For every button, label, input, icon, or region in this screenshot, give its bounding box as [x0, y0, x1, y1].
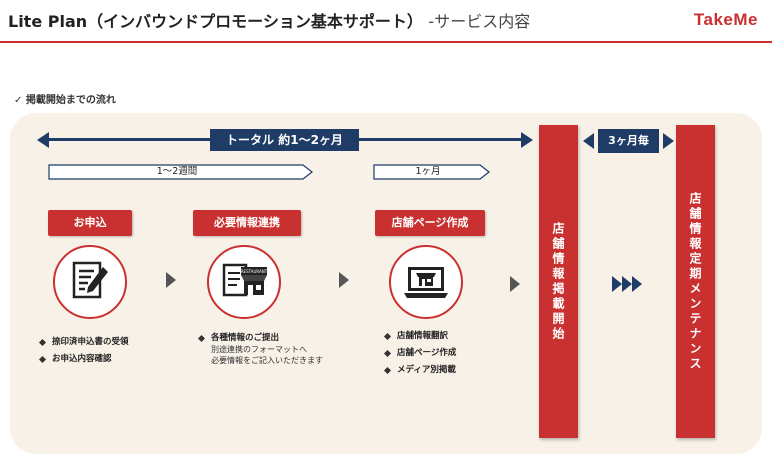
period-arrow-shape	[373, 164, 490, 180]
list-item: 捺印済申込書の受領	[38, 337, 129, 348]
total-duration-arrow: トータル 約1～2ヶ月	[37, 129, 533, 151]
step-label-apply: お申込	[48, 210, 132, 236]
bullet-diamond-icon	[197, 334, 206, 343]
list-item: 店舗情報翻訳	[383, 331, 456, 342]
bullet-diamond-icon	[38, 355, 47, 364]
step-label-page: 店舗ページ作成	[375, 210, 485, 236]
maintenance-bar: 店舗情報定期メンテナンス	[676, 125, 715, 438]
period-label-2: 1ヶ月	[415, 166, 441, 177]
step-items-apply: 捺印済申込書の受領 お申込内容確認	[38, 337, 129, 371]
chevron-right-icon	[339, 272, 349, 288]
chevron-right-icon	[510, 276, 520, 292]
note-line: 別途連携のフォーマットへ	[211, 345, 307, 354]
frequency-arrow: 3ヶ月毎	[583, 128, 674, 154]
triple-chevron-icon	[612, 276, 646, 292]
period-label-1: 1～2週間	[156, 166, 198, 177]
period-box-2: 1ヶ月	[373, 164, 491, 180]
list-item: メディア別掲載	[383, 365, 456, 376]
bullet-diamond-icon	[38, 338, 47, 347]
arrow-right-icon	[521, 132, 533, 148]
list-item: お申込内容確認	[38, 354, 129, 365]
step-items-info: 各種情報のご提出 別途連携のフォーマットへ 必要情報をご記入いただきます	[197, 333, 323, 372]
bullet-diamond-icon	[383, 332, 392, 341]
listing-start-bar: 店舗情報掲載開始	[539, 125, 578, 438]
brand-logo: TakeMe	[693, 10, 758, 29]
list-item: 各種情報のご提出 別途連携のフォーマットへ 必要情報をご記入いただきます	[197, 333, 323, 366]
step-items-page: 店舗情報翻訳 店舗ページ作成 メディア別掲載	[383, 331, 456, 382]
arrow-left-icon	[37, 132, 49, 148]
svg-text:RESTAURANT: RESTAURANT	[241, 269, 268, 274]
plan-title: Lite Plan（インバウンドプロモーション基本サポート）	[8, 12, 423, 31]
period-arrow-shape	[48, 164, 313, 180]
restaurant-document-icon: RESTAURANT	[207, 245, 281, 319]
bullet-diamond-icon	[383, 366, 392, 375]
frequency-label: 3ヶ月毎	[598, 129, 659, 153]
bullet-diamond-icon	[383, 349, 392, 358]
arrow-left-icon	[583, 133, 594, 149]
chevron-right-icon	[166, 272, 176, 288]
total-duration-label: トータル 約1～2ヶ月	[210, 129, 359, 151]
document-pen-icon	[53, 245, 127, 319]
page-title: Lite Plan（インバウンドプロモーション基本サポート） -サービス内容	[8, 8, 530, 32]
page-subtitle: -サービス内容	[428, 12, 531, 31]
list-item: 店舗ページ作成	[383, 348, 456, 359]
laptop-store-icon	[389, 245, 463, 319]
section-heading: ✓ 掲載開始までの流れ	[14, 95, 116, 106]
note-line: 必要情報をご記入いただきます	[211, 356, 323, 365]
header-divider	[0, 41, 772, 43]
step-label-info: 必要情報連携	[193, 210, 301, 236]
arrow-right-icon	[663, 133, 674, 149]
period-box-1: 1～2週間	[48, 164, 314, 180]
